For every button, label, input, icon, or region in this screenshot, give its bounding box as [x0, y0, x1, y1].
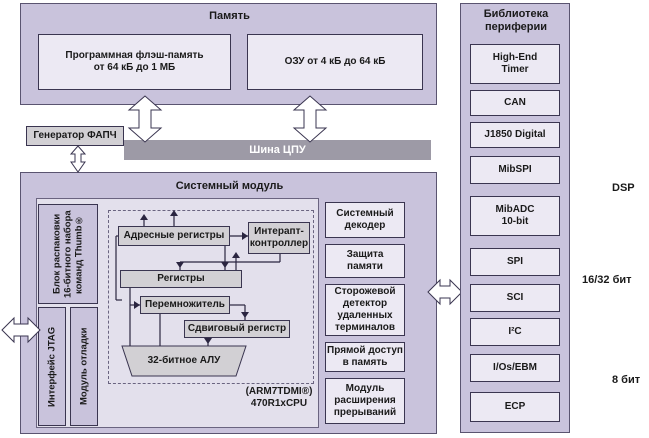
- alu-shape: [121, 345, 247, 377]
- bit-8-label: 8 бит: [612, 374, 641, 386]
- jtag-external-arrow: [1, 316, 41, 344]
- pll-generator-block: Генератор ФАПЧ: [26, 126, 124, 146]
- bit-16-32-label: 16/32 бит: [582, 274, 632, 286]
- registers-block: Регистры: [120, 270, 242, 288]
- flash-memory-block: Программная флэш-память от 64 кБ до 1 МБ: [38, 34, 231, 90]
- ram-bus-arrow: [292, 95, 328, 143]
- core-name-line2: 470R1xCPU: [250, 398, 308, 409]
- periph-can: CAN: [470, 90, 560, 116]
- periph-bus-arrow: [427, 278, 463, 306]
- address-registers-block: Адресные регистры: [118, 226, 230, 246]
- watchdog-block: Сторожевой детектор удаленных терминалов: [325, 284, 405, 336]
- periph-ios-ebm: I/Os/EBM: [470, 354, 560, 382]
- alu-label: 32-битное АЛУ: [147, 355, 221, 366]
- jtag-block: Интерфейс JTAG: [38, 307, 66, 426]
- shift-register-block: Сдвиговый регистр: [184, 320, 290, 338]
- pll-arrow: [69, 145, 87, 173]
- memory-title: Память: [209, 10, 250, 22]
- periph-ecp: ECP: [470, 392, 560, 422]
- periph-spi: SPI: [470, 248, 560, 276]
- peripheral-library-title: Библиотека периферии: [483, 8, 549, 33]
- debug-block: Модуль отладки: [70, 307, 98, 426]
- periph-sci: SCI: [470, 284, 560, 312]
- system-module-title: Системный модуль: [175, 180, 284, 192]
- flash-bus-arrow: [127, 95, 163, 143]
- dma-block: Прямой доступ в память: [325, 342, 405, 372]
- system-decoder-block: Системный декодер: [325, 202, 405, 238]
- periph-mibspi: MibSPI: [470, 156, 560, 184]
- cpu-internals-frame: [108, 210, 314, 384]
- thumb-decoder-block: Блок распаковки 16-битного набора команд…: [38, 204, 98, 304]
- core-name-line1: (ARM7TDMI®): [245, 386, 313, 397]
- periph-i2c: I²C: [470, 318, 560, 346]
- memory-panel: Память Программная флэш-память от 64 кБ …: [20, 3, 437, 105]
- cpu-bus-label: Шина ЦПУ: [249, 144, 306, 156]
- interrupt-controller-block: Интерапт- контроллер: [248, 222, 310, 254]
- cpu-bus: Шина ЦПУ: [124, 140, 431, 160]
- dsp-label: DSP: [612, 182, 635, 194]
- periph-j1850: J1850 Digital: [470, 122, 560, 148]
- interrupt-expansion-block: Модуль расширения прерываний: [325, 378, 405, 424]
- periph-high-end-timer: High-End Timer: [470, 44, 560, 84]
- periph-mibadc: MibADC 10-bit: [470, 196, 560, 236]
- multiplier-block: Перемножитель: [140, 296, 230, 314]
- memory-protection-block: Защита памяти: [325, 244, 405, 278]
- ram-block: ОЗУ от 4 кБ до 64 кБ: [247, 34, 423, 90]
